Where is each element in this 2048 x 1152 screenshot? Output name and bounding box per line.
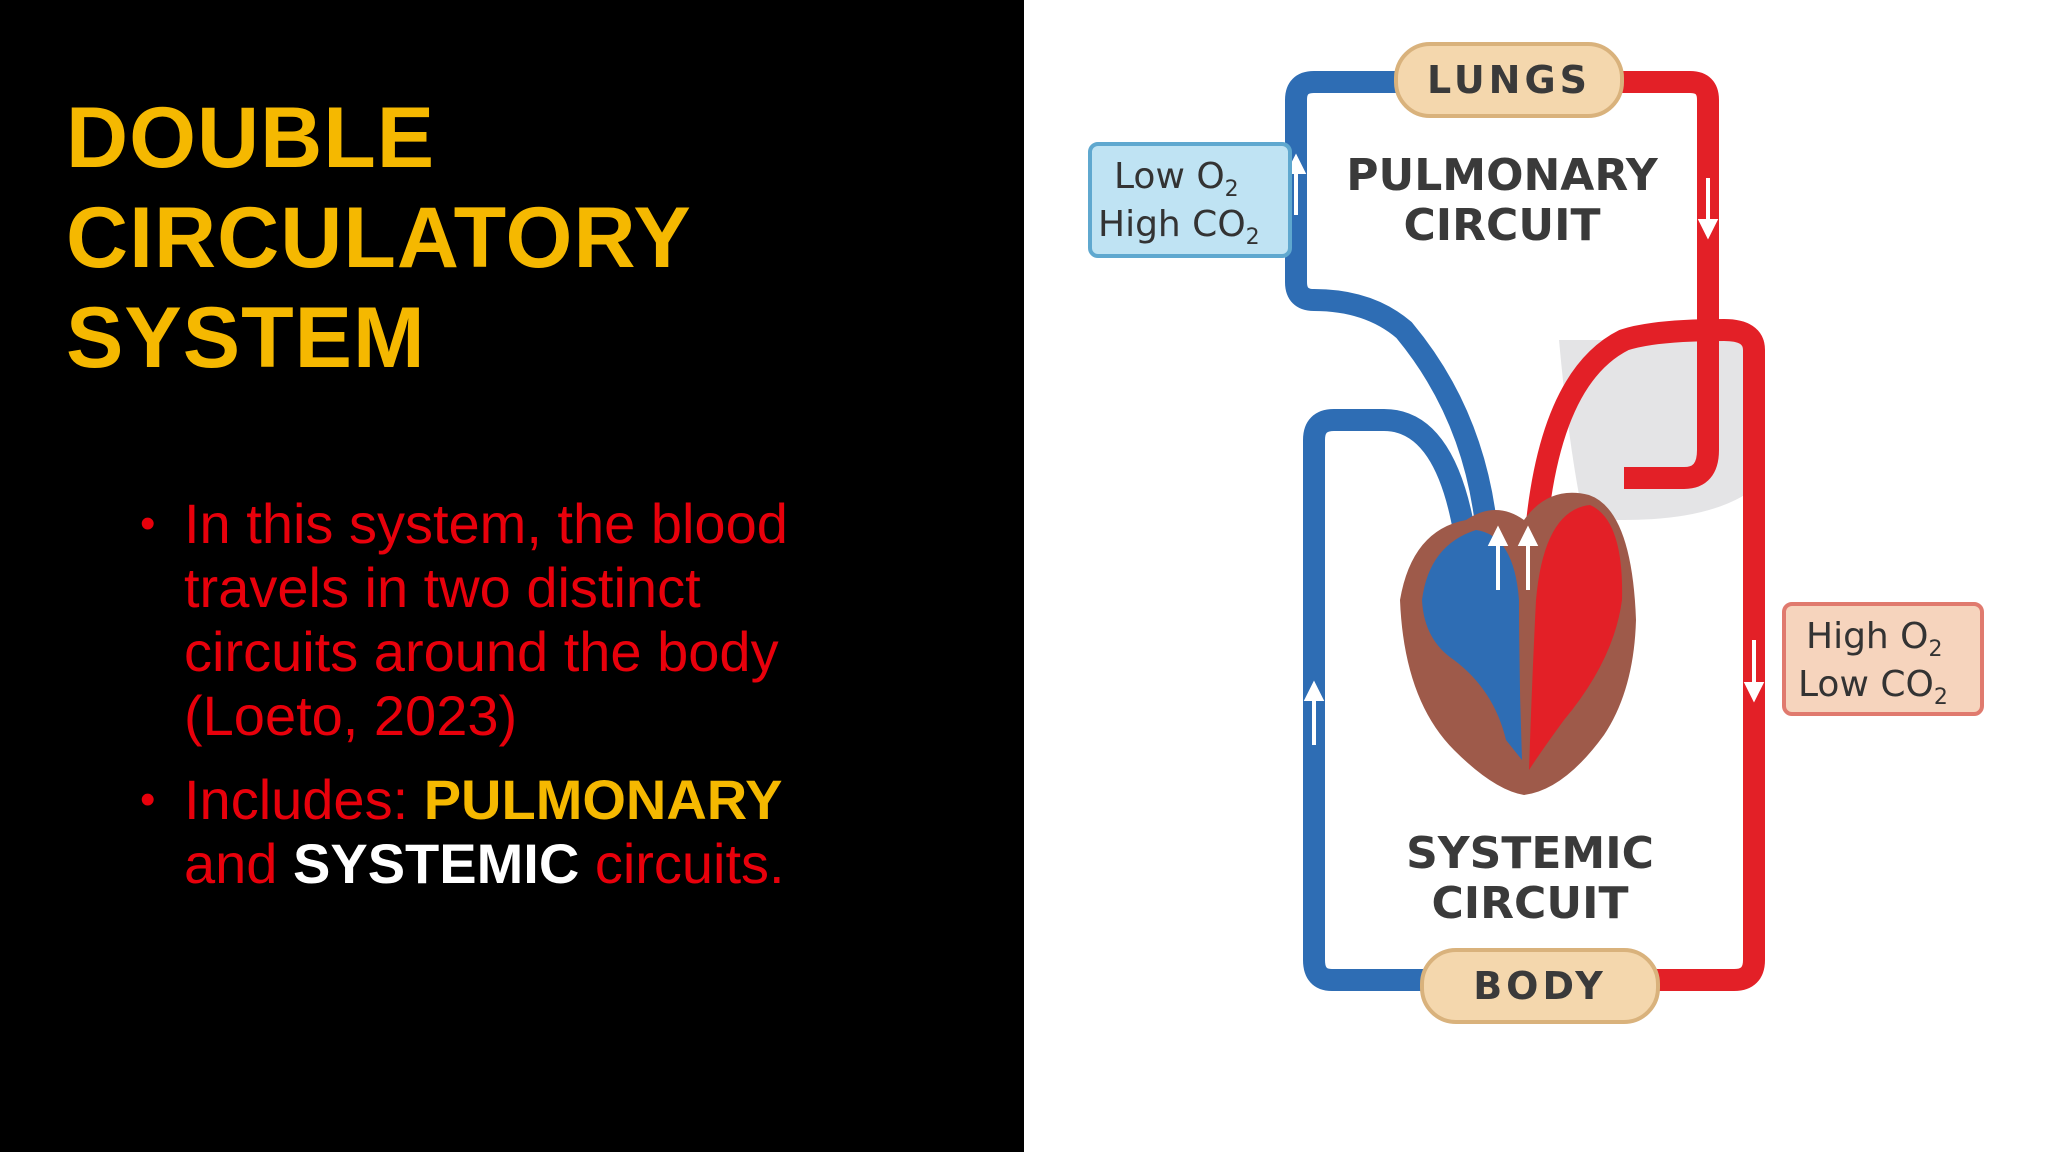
bullet-dot: •: [140, 499, 156, 548]
bullet-1-line-2: travels in two distinct: [184, 556, 701, 619]
bullet-list: • In this system, the blood travels in t…: [140, 492, 840, 916]
title-line-2: CIRCULATORY: [66, 190, 692, 286]
pulmonary-circuit-line-2: CIRCUIT: [1404, 200, 1601, 251]
heart-left-side: [1529, 505, 1623, 770]
oxy-low-co: Low CO: [1798, 664, 1934, 705]
bullet-2-suffix: circuits.: [579, 832, 785, 895]
deoxy-sub-1: 2: [1225, 177, 1239, 202]
body-box: [1420, 948, 1660, 1024]
body-label: BODY: [1473, 964, 1607, 1008]
oxy-sub-2: 2: [1934, 685, 1948, 710]
bullet-dot: •: [140, 775, 156, 824]
systemic-circuit-line-2: CIRCUIT: [1432, 878, 1629, 929]
aorta: [1523, 319, 1765, 991]
oxy-high-o: High O: [1806, 616, 1929, 657]
title-line-3: SYSTEM: [66, 290, 426, 386]
deoxy-low-o: Low O: [1114, 156, 1225, 197]
lungs-box: [1394, 42, 1624, 118]
oxy-line-1: High O2: [1806, 616, 1943, 662]
flow-arrows: [1285, 153, 1765, 745]
pulmonary-circuit-line-1: PULMONARY: [1346, 150, 1659, 201]
bullet-2-prefix: Includes:: [184, 768, 424, 831]
deoxy-high-co: High CO: [1098, 204, 1246, 245]
highlight-pulmonary: PULMONARY: [423, 768, 783, 831]
bullet-2-and: and: [184, 832, 293, 895]
bullet-1-line-1: In this system, the blood: [184, 492, 788, 555]
circulation-diagram: LUNGS BODY PULMONARY CIRCUIT SYSTEMIC CI…: [1088, 42, 1984, 1024]
deoxy-line-2: High CO2: [1098, 204, 1260, 250]
systemic-circuit-line-1: SYSTEMIC: [1406, 828, 1654, 879]
bullet-item-2: • Includes: PULMONARY and SYSTEMIC circu…: [140, 768, 840, 896]
slide-title: DOUBLE CIRCULATORY SYSTEM: [66, 88, 966, 388]
text-panel: DOUBLE CIRCULATORY SYSTEM • In this syst…: [0, 0, 1024, 1152]
highlight-systemic: SYSTEMIC: [293, 832, 580, 895]
oxygenated-box: [1782, 602, 1984, 716]
bullet-item-1: • In this system, the blood travels in t…: [140, 492, 840, 748]
vena-cava: [1303, 409, 1475, 991]
pulmonary-artery: [1285, 71, 1499, 546]
title-line-1: DOUBLE: [66, 90, 436, 186]
oxy-sub-1: 2: [1929, 637, 1943, 662]
deoxygenated-box: [1088, 142, 1292, 258]
oxy-line-2: Low CO2: [1798, 664, 1948, 710]
deoxy-line-1: Low O2: [1114, 156, 1239, 202]
bullet-1-citation: (Loeto, 2023): [184, 684, 518, 747]
deoxy-sub-2: 2: [1246, 225, 1260, 250]
diagram-panel: LUNGS BODY PULMONARY CIRCUIT SYSTEMIC CI…: [1024, 0, 2048, 1152]
bullet-1-line-3: circuits around the body: [184, 620, 779, 683]
lungs-label: LUNGS: [1427, 58, 1591, 102]
pulmonary-vein: [1599, 71, 1719, 489]
